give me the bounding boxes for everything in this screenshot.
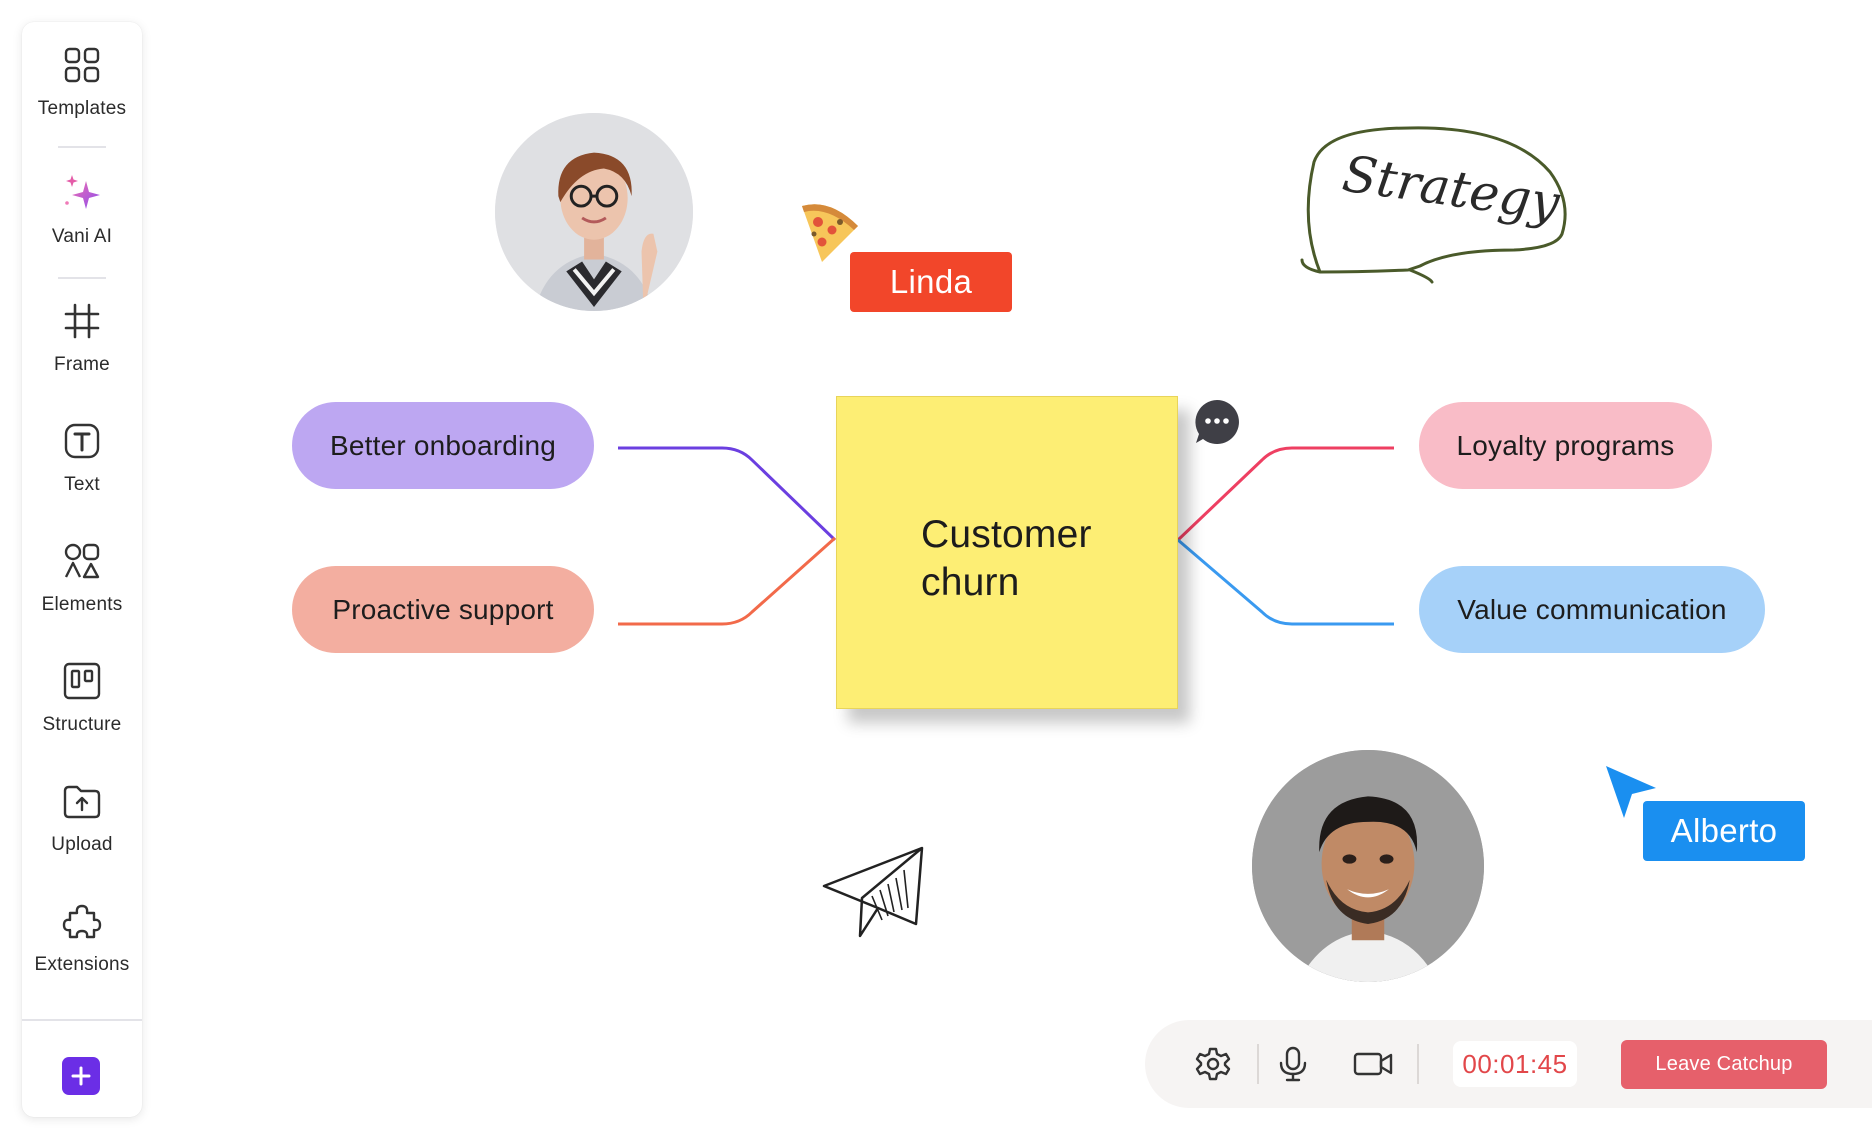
callbar-divider (1417, 1044, 1419, 1084)
sidebar-divider (58, 146, 106, 148)
structure-icon (59, 658, 105, 704)
upload-tool[interactable]: Upload (22, 778, 142, 878)
sticky-note-customer-churn[interactable]: Customer churn (836, 396, 1178, 709)
text-tool[interactable]: Text (22, 418, 142, 518)
collaborator-tag-alberto: Alberto (1643, 801, 1805, 861)
structure-tool[interactable]: Structure (22, 658, 142, 758)
branch-value-communication[interactable]: Value communication (1419, 566, 1765, 653)
call-control-bar: 00:01:45 Leave Catchup (1145, 1020, 1872, 1108)
vani-ai-tool[interactable]: Vani AI (22, 170, 142, 270)
avatar-linda (495, 113, 693, 311)
toolbar-sidebar: Templates Vani AI (22, 22, 142, 1117)
templates-tool[interactable]: Templates (22, 42, 142, 142)
templates-label: Templates (37, 98, 127, 119)
microphone-button[interactable] (1269, 1040, 1317, 1088)
frame-tool[interactable]: Frame (22, 298, 142, 398)
upload-label: Upload (51, 834, 113, 855)
elements-tool[interactable]: Elements (22, 538, 142, 638)
leave-catchup-button[interactable]: Leave Catchup (1621, 1040, 1827, 1089)
connector-value-communication (1177, 538, 1394, 626)
upload-icon (59, 778, 105, 824)
callbar-divider (1257, 1044, 1259, 1084)
extensions-label: Extensions (34, 954, 130, 975)
sparkle-icon (59, 170, 105, 216)
settings-icon (1195, 1047, 1231, 1081)
plus-icon (71, 1066, 91, 1086)
text-icon (59, 418, 105, 464)
add-button[interactable] (62, 1057, 100, 1095)
handwritten-strategy-note: Strategy (1300, 126, 1567, 284)
structure-label: Structure (42, 714, 122, 735)
branch-proactive-support[interactable]: Proactive support (292, 566, 594, 653)
frame-label: Frame (54, 354, 110, 375)
sticky-note-line-2: churn (921, 561, 1020, 604)
sidebar-divider (58, 277, 106, 279)
puzzle-icon (59, 898, 105, 944)
pizza-icon (802, 204, 858, 262)
microphone-icon (1279, 1046, 1307, 1082)
text-label: Text (64, 474, 100, 495)
branch-loyalty-programs[interactable]: Loyalty programs (1419, 402, 1712, 489)
collaborator-tag-linda: Linda (850, 252, 1012, 312)
call-timer: 00:01:45 (1453, 1041, 1577, 1087)
comment-dots-icon[interactable] (1192, 397, 1242, 447)
connector-loyalty-programs (1176, 446, 1394, 542)
video-camera-button[interactable] (1349, 1040, 1397, 1088)
grid-icon (59, 42, 105, 88)
sidebar-divider (22, 1019, 142, 1021)
cursor-arrow-icon (1606, 766, 1656, 818)
paper-plane-icon (822, 846, 924, 938)
connector-proactive-support (618, 536, 836, 626)
frame-icon (59, 298, 105, 344)
extensions-tool[interactable]: Extensions (22, 898, 142, 998)
vani-ai-label: Vani AI (51, 226, 113, 247)
strategy-text: Strategy (1339, 145, 1564, 233)
sticky-note-text: Customer churn (921, 511, 1151, 607)
connector-better-onboarding (618, 446, 837, 542)
branch-better-onboarding[interactable]: Better onboarding (292, 402, 594, 489)
avatar-alberto (1252, 750, 1484, 982)
sticky-note-line-1: Customer (921, 513, 1092, 556)
settings-button[interactable] (1189, 1040, 1237, 1088)
elements-label: Elements (41, 594, 123, 615)
shapes-icon (59, 538, 105, 584)
video-camera-icon (1353, 1052, 1393, 1076)
